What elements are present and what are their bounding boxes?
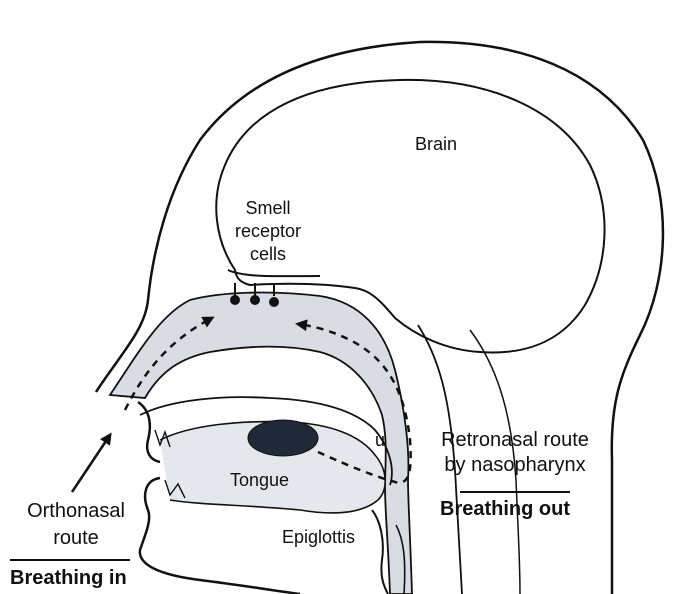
orthonasal-line-1: Orthonasal	[27, 500, 125, 522]
pharynx-wall	[417, 324, 463, 594]
lower-teeth	[164, 479, 186, 499]
breathing-in-label: Breathing in	[10, 567, 127, 589]
palate	[139, 396, 393, 486]
cribriform-plate	[227, 269, 321, 278]
retronasal-line-2: by nasopharynx	[444, 454, 586, 476]
epiglottis-shape	[371, 509, 389, 594]
receptor-dot	[269, 297, 279, 307]
epiglottis-flap	[395, 524, 406, 594]
uvula-label: u	[375, 430, 386, 450]
orthonasal-arrow	[70, 432, 112, 493]
orthonasal-dashed-path	[123, 316, 215, 411]
smell-receptor-line-3: cells	[249, 244, 286, 264]
brain-label: Brain	[415, 134, 458, 154]
orthonasal-label: Orthonasal route	[12, 498, 140, 552]
tongue-label: Tongue	[230, 470, 290, 490]
orthonasal-line-2: route	[53, 527, 99, 549]
receptor-dot	[250, 295, 260, 305]
head-outline	[94, 40, 665, 594]
receptor-dot	[230, 295, 240, 305]
spine-line	[469, 329, 521, 594]
retronasal-label: Retronasal route by nasopharynx	[425, 428, 605, 478]
lower-lip-jaw	[138, 476, 301, 594]
tongue-shape	[159, 420, 386, 514]
retronasal-dashed-path	[295, 319, 412, 484]
upper-teeth	[154, 429, 171, 448]
upper-lip	[137, 400, 161, 464]
breathing-out-label: Breathing out	[440, 498, 570, 520]
smell-receptor-line-2: receptor	[234, 221, 302, 241]
food-bolus	[247, 419, 319, 457]
smell-receptor-label: Smell receptor cells	[228, 197, 308, 266]
brain-outline	[215, 78, 606, 354]
retronasal-line-1: Retronasal route	[441, 429, 589, 451]
epiglottis-label: Epiglottis	[282, 527, 356, 547]
smell-receptor-line-1: Smell	[245, 198, 291, 218]
